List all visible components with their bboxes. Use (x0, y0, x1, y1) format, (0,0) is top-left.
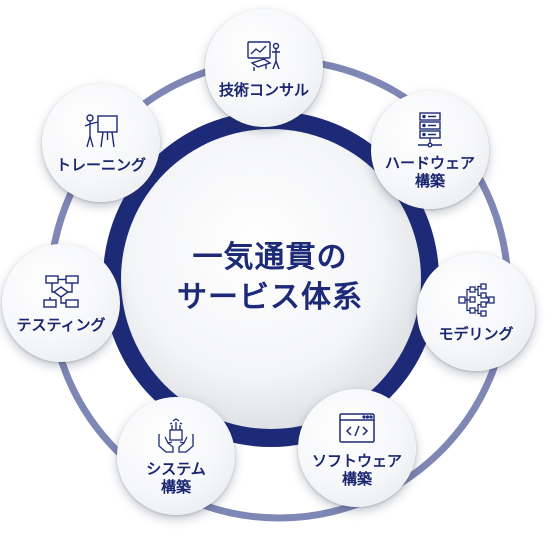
center-title-line-2: サービス体系 (177, 280, 363, 315)
center-title: 一気通貫の サービス体系 (140, 238, 400, 318)
code-window-icon (339, 413, 375, 443)
node-label: ハードウェア 構築 (384, 154, 475, 190)
node-label: テスティング (16, 316, 106, 334)
lecturer-board-icon (84, 114, 118, 148)
node-training[interactable]: トレーニング (42, 84, 160, 202)
node-technical-consulting[interactable]: 技術コンサル (205, 9, 323, 127)
server-rack-icon (418, 112, 442, 148)
center-title-line-1: 一気通貫の (192, 240, 348, 275)
node-testing[interactable]: テスティング (2, 244, 120, 362)
hands-chip-icon (158, 418, 194, 453)
node-software-build[interactable]: ソフトウェア 構築 (298, 389, 416, 507)
core-disc (121, 129, 421, 429)
node-system-build[interactable]: システム 構築 (117, 397, 235, 515)
node-modeling[interactable]: モデリング (417, 253, 535, 371)
node-label: 技術コンサル (218, 81, 309, 99)
presentation-screen-icon (247, 41, 280, 71)
block-diagram-icon (458, 283, 495, 317)
node-hardware-build[interactable]: ハードウェア 構築 (371, 91, 489, 209)
node-label: ソフトウェア 構築 (311, 452, 402, 488)
node-label: システム 構築 (146, 460, 206, 496)
flowchart-icon (43, 275, 79, 308)
node-label: モデリング (438, 325, 514, 343)
node-label: トレーニング (55, 156, 146, 174)
